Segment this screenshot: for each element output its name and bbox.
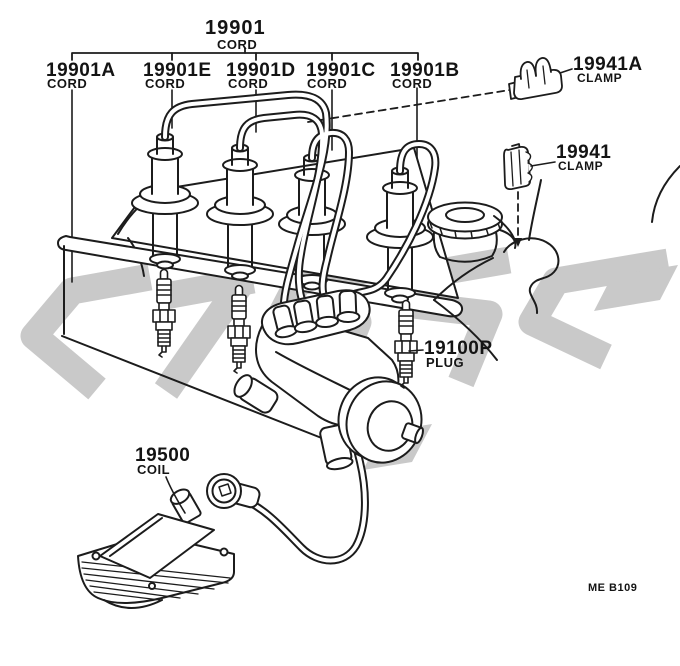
label-19100p-word: PLUG [426, 355, 465, 370]
label-bracket [71, 47, 419, 61]
clamp-a-pointer [559, 68, 573, 74]
label-19901-word: CORD [217, 37, 258, 52]
spark-plug-19100p [394, 299, 418, 389]
label-19901e-word: CORD [145, 76, 186, 91]
label-19901c-number: 19901C [306, 60, 376, 81]
clamp-a-icon [508, 57, 563, 101]
label-19901d-word: CORD [228, 76, 269, 91]
label-19941-number: 19941 [556, 142, 612, 163]
label-19500-number: 19500 [135, 445, 191, 466]
label-19941a-number: 19941A [573, 54, 643, 75]
clamp-b-pointer [530, 161, 556, 167]
spark-plug-cords [161, 90, 440, 312]
clamp-b-icon [503, 143, 533, 191]
spark-plug-1 [152, 268, 176, 358]
label-19901b-word: CORD [392, 76, 433, 91]
figure-code: ME B109 [588, 582, 638, 594]
label-19100p-number: 19100P [424, 338, 493, 359]
distributor [233, 289, 424, 471]
label-19941a-word: CLAMP [577, 71, 623, 85]
plug-leader-line [408, 349, 424, 352]
label-19941-word: CLAMP [558, 159, 604, 173]
label-19901a-number: 19901A [46, 60, 116, 81]
label-19901b-number: 19901B [390, 60, 460, 81]
ignition-coil [77, 488, 235, 609]
reservoir-cap [427, 201, 517, 263]
coil-leader-line [165, 476, 186, 514]
cord-tower-1 [131, 132, 199, 270]
cord-tower-2 [206, 143, 274, 281]
label-19901d-number: 19901D [226, 60, 296, 81]
label-19901-number: 19901 [205, 17, 266, 39]
spark-plug-2 [227, 284, 251, 374]
vacuum-advance [337, 376, 424, 464]
label-19500-word: COIL [137, 462, 171, 477]
label-19901a-word: CORD [47, 76, 88, 91]
coil-cord-connector [206, 473, 261, 509]
engine-outline [433, 165, 680, 361]
clamp-leader-lines [307, 88, 519, 239]
label-19901c-word: CORD [307, 76, 348, 91]
label-19901e-number: 19901E [143, 60, 212, 81]
